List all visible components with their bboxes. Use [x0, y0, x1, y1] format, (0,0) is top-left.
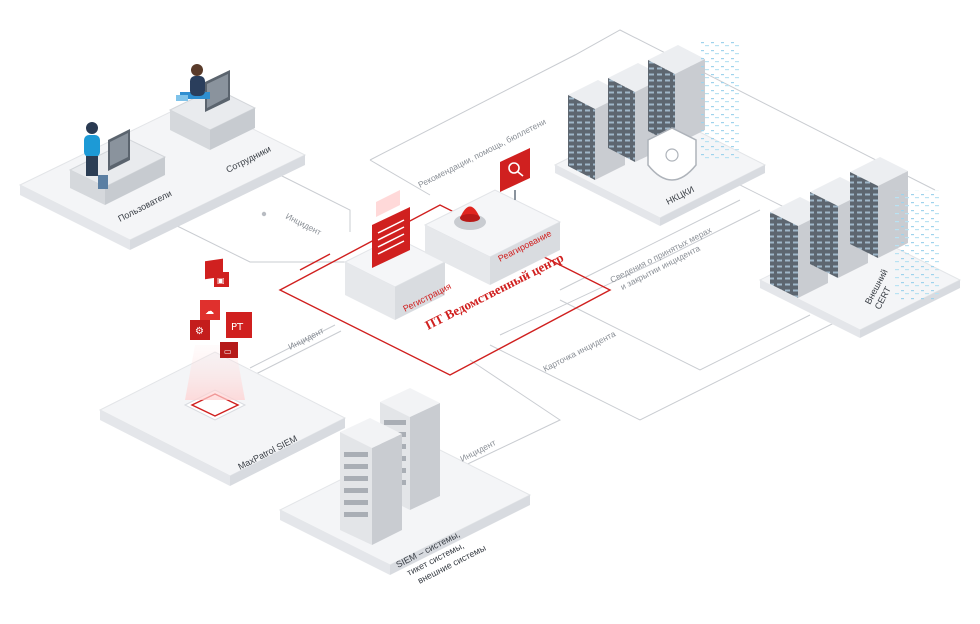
flow-measures — [559, 199, 741, 291]
incident-users-label: Инцидент — [284, 211, 323, 238]
data-stream-icon — [895, 190, 940, 300]
cloud-icon: ☁ — [205, 307, 214, 317]
flow-center-siem — [255, 330, 342, 375]
cert-label-line1: Внешний CERT — [863, 265, 901, 311]
flow-incident-card — [489, 309, 861, 421]
siem-node: ▣ ⚙ ☁ PT ▭ — [183, 258, 252, 421]
flow-siem-center — [249, 324, 336, 369]
gear-icon: ⚙ — [195, 326, 204, 337]
cert-node — [770, 157, 940, 300]
flow-recommendations-in — [369, 159, 431, 196]
incident-systems-label: Инцидент — [458, 437, 497, 464]
flow-users-center — [164, 219, 350, 263]
search-monitor-icon — [500, 148, 530, 192]
monitor-small-icon: ▭ — [224, 347, 232, 356]
flow-systems-center — [454, 359, 562, 471]
flow-card-nkcki — [499, 209, 761, 336]
measures-label: Сведения о принятых мерах и закрытии инц… — [608, 224, 720, 295]
user-avatar-icon — [86, 122, 98, 134]
systems-servers — [340, 388, 440, 545]
users-workstation — [68, 122, 167, 205]
shield-icon — [647, 127, 697, 181]
employees-workstation — [168, 64, 257, 150]
registration-block — [343, 190, 447, 320]
flow-measures-cert — [559, 299, 811, 371]
flow-recommendations — [369, 29, 936, 191]
response-block — [423, 148, 562, 285]
flow-junction-dot — [261, 211, 267, 217]
pt-badge: PT — [231, 322, 244, 333]
nkcki-node — [568, 40, 740, 181]
siem-cubes: ▣ ⚙ ☁ PT ▭ — [190, 258, 252, 358]
flow-employees-center — [269, 169, 351, 232]
lock-icon: ▣ — [217, 276, 225, 285]
magnifier-icon — [508, 162, 520, 174]
incident-card-label: Карточка инцидента — [541, 328, 617, 373]
incident-siem-label: Инцидент — [286, 325, 325, 352]
data-stream-icon — [700, 40, 740, 160]
employee-avatar-icon — [191, 64, 203, 76]
